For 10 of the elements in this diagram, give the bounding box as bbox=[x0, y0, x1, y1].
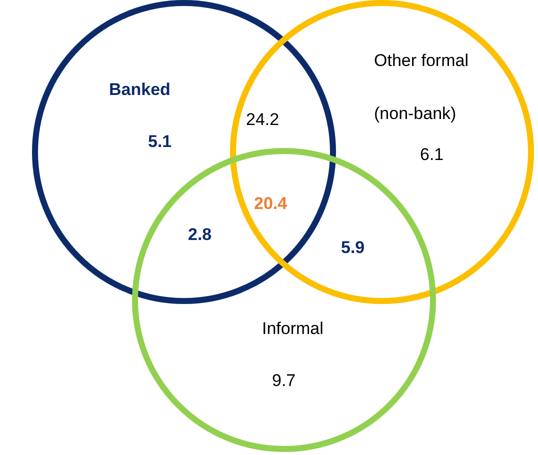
region-value: 24.2 bbox=[246, 110, 280, 130]
set-label: Informal bbox=[262, 319, 324, 339]
region-value: 5.1 bbox=[148, 132, 172, 152]
region-value: 6.1 bbox=[420, 145, 444, 165]
set-label: Banked bbox=[109, 80, 170, 100]
region-value: 2.8 bbox=[188, 225, 212, 245]
region-value: 20.4 bbox=[254, 194, 288, 214]
set-label: Other formal (non-bank) bbox=[374, 50, 470, 125]
region-value: 9.7 bbox=[272, 371, 296, 391]
region-value: 5.9 bbox=[341, 238, 365, 258]
